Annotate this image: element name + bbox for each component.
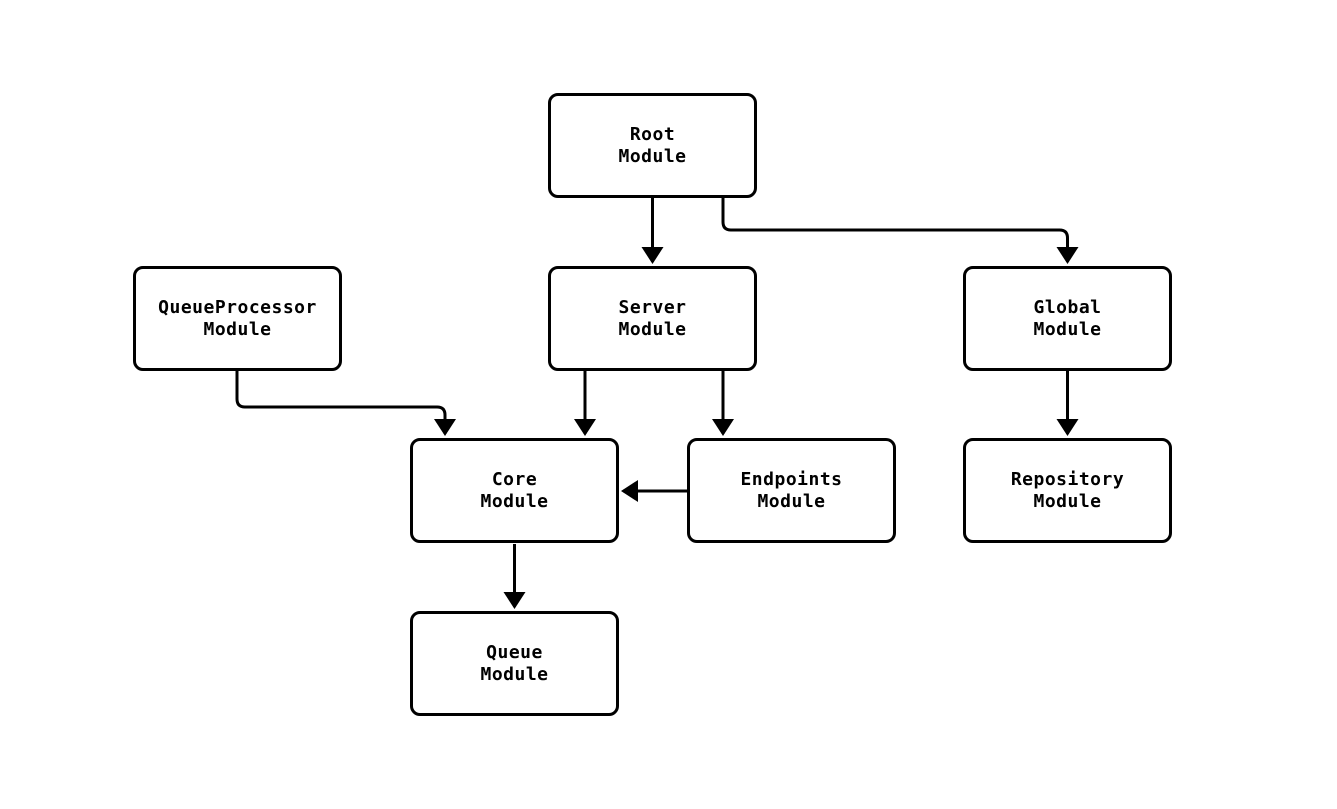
node-endpoints-module-label: Endpoints Module <box>740 468 843 512</box>
node-queue-module-label: Queue Module <box>480 641 549 685</box>
node-queueprocessor-module: QueueProcessor Module <box>133 266 342 371</box>
node-root-module-label: Root Module <box>618 123 687 167</box>
node-core-module-label: Core Module <box>480 468 549 512</box>
node-queue-module: Queue Module <box>410 611 619 716</box>
node-global-module: Global Module <box>963 266 1172 371</box>
edge-queueprocessor-to-core <box>235 371 456 436</box>
node-global-module-label: Global Module <box>1033 296 1102 340</box>
node-server-module: Server Module <box>548 266 757 371</box>
edge-root-to-global <box>721 198 1079 264</box>
node-queueprocessor-module-label: QueueProcessor Module <box>158 296 317 340</box>
node-core-module: Core Module <box>410 438 619 543</box>
node-endpoints-module: Endpoints Module <box>687 438 896 543</box>
node-repository-module-label: Repository Module <box>1010 468 1125 512</box>
node-server-module-label: Server Module <box>618 296 687 340</box>
node-root-module: Root Module <box>548 93 757 198</box>
node-repository-module: Repository Module <box>963 438 1172 543</box>
